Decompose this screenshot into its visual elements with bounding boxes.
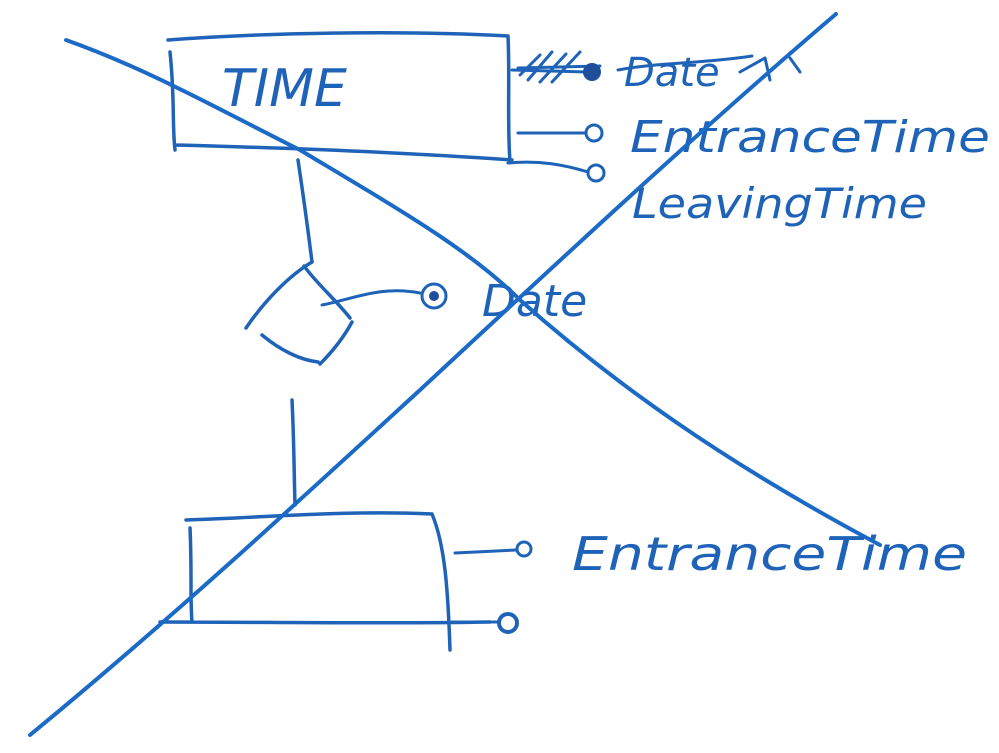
relationship-upper-line: [296, 158, 314, 264]
relationship: Date: [244, 158, 587, 507]
attribute-circle: [497, 612, 519, 634]
attribute-circle: [586, 163, 606, 183]
top-attribute-leaving-time-label: LeavingTime: [632, 179, 927, 228]
cross-out-line-2: [28, 12, 838, 737]
top-entity: TIME: [166, 31, 514, 164]
bottom-entity-box: [158, 511, 492, 652]
top-entity-box: [166, 31, 514, 164]
relationship-lower-line: [290, 398, 297, 507]
bottom-attribute-entrance-time-label: EntranceTime: [572, 527, 967, 581]
top-attribute-date-label: Date: [624, 50, 720, 96]
scribble-strike: [516, 50, 772, 84]
relationship-attribute-line: [320, 289, 422, 307]
key-attribute-circle-inner: [429, 291, 439, 301]
cross-out-mark: [28, 12, 882, 737]
attribute-circle: [584, 123, 604, 143]
top-entity-title: TIME: [222, 59, 347, 119]
bottom-attribute-entrance-time: EntranceTime: [453, 527, 967, 581]
attribute-connector-line: [453, 548, 518, 555]
attribute-connector-line: [510, 68, 590, 74]
strike-through-line: [616, 54, 802, 74]
cross-out-line-1: [64, 38, 882, 547]
relationship-diamond: [244, 260, 354, 366]
top-attribute-leaving-time: LeavingTime: [506, 160, 927, 228]
bottom-entity: [158, 511, 492, 652]
bottom-attribute-unlabeled: [450, 612, 519, 634]
key-attribute-dot: [583, 63, 601, 81]
top-attribute-date: Date: [510, 50, 802, 96]
attribute-connector-line: [506, 160, 590, 174]
attribute-circle: [515, 540, 533, 558]
top-attribute-entrance-time: EntranceTime: [516, 112, 990, 163]
top-attribute-entrance-time-label: EntranceTime: [630, 112, 990, 163]
